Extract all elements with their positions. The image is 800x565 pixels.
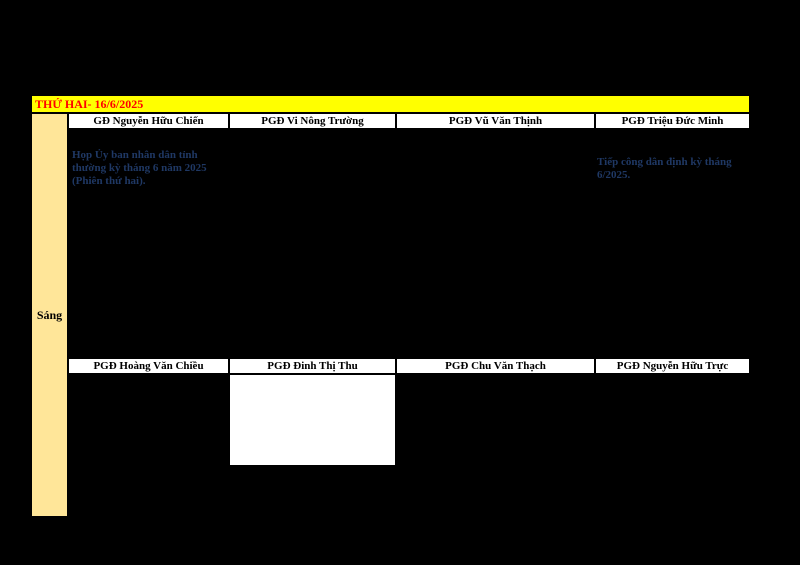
task-cell-3 — [396, 129, 595, 356]
task-cell-1: Họp Ủy ban nhân dân tỉnh thường kỳ tháng… — [68, 129, 229, 356]
session-label: Sáng — [31, 113, 68, 517]
task-cell-7 — [396, 374, 595, 517]
day-header: THỨ HAI- 16/6/2025 — [31, 95, 750, 113]
official-header-3: PGĐ Vũ Văn Thịnh — [396, 113, 595, 129]
task-cell-4: Tiếp công dân định kỳ tháng 6/2025. — [595, 129, 750, 356]
task-text: Tiếp công dân định kỳ tháng 6/2025. — [597, 156, 732, 181]
task-cell-8 — [595, 374, 750, 517]
task-cell-5 — [68, 374, 229, 517]
official-header-2: PGĐ Vi Nông Trường — [229, 113, 396, 129]
official-header-8: PGĐ Nguyễn Hữu Trực — [595, 358, 750, 374]
official-header-4: PGĐ Triệu Đức Minh — [595, 113, 750, 129]
official-header-6: PGĐ Đinh Thị Thu — [229, 358, 396, 374]
task-text: Họp Ủy ban nhân dân tỉnh thường kỳ tháng… — [72, 149, 207, 187]
task-cell-2 — [229, 129, 396, 356]
task-cell-6 — [229, 374, 396, 466]
official-header-5: PGĐ Hoàng Văn Chiều — [68, 358, 229, 374]
official-header-1: GĐ Nguyễn Hữu Chiến — [68, 113, 229, 129]
official-header-7: PGĐ Chu Văn Thạch — [396, 358, 595, 374]
session-label-text: Sáng — [36, 307, 63, 322]
